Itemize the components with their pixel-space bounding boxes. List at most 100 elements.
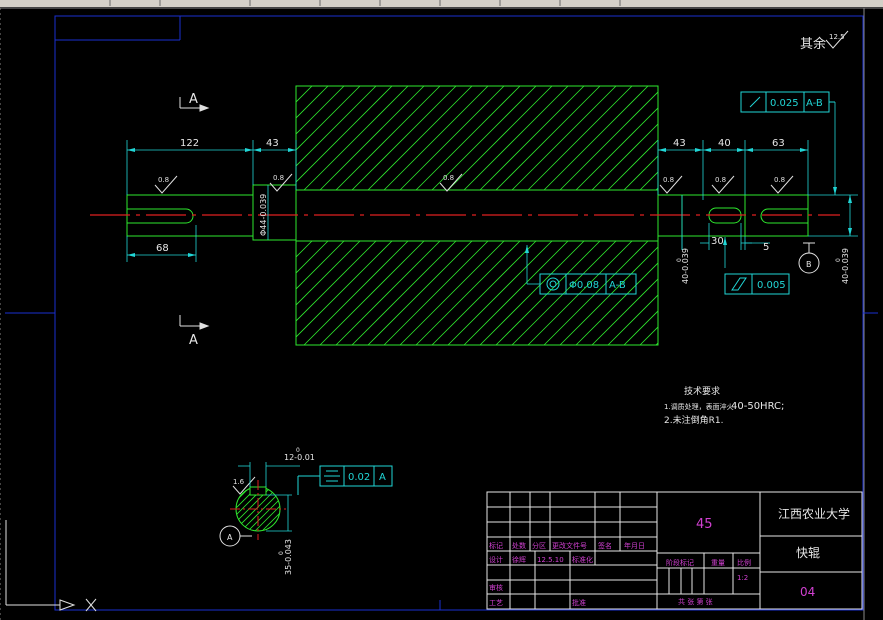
roughness-values: 0.8 0.8 0.8 0.8 0.8 0.8 1.6: [158, 174, 785, 486]
stage-label: 阶段标记: [666, 558, 694, 567]
hatch-line: [543, 241, 649, 345]
hatch-line: [591, 278, 658, 345]
hatch-line: [447, 241, 553, 345]
datum-a: A: [227, 533, 233, 542]
dim-5: 5: [763, 242, 769, 253]
hatch-line: [511, 86, 617, 190]
dim-zero: 0: [296, 447, 300, 454]
toolbar-strip[interactable]: [0, 0, 883, 7]
hatch-line: [290, 487, 334, 531]
ucs-icon: [5, 520, 97, 612]
weight-label: 重量: [711, 559, 725, 567]
hatch-line: [254, 487, 280, 531]
hatch-line: [415, 86, 521, 190]
datum-b: B: [806, 260, 812, 269]
dim-68: 68: [156, 243, 169, 254]
section-a-top: A: [189, 92, 198, 107]
hatch-line: [495, 86, 601, 190]
hatch-line: [383, 86, 489, 190]
dim-zero: 0: [835, 258, 842, 262]
hatch-line: [527, 86, 633, 190]
hatch-line: [351, 241, 457, 345]
title-block-text: 45 江西农业大学 快辊 04 标记 处数 分区 更改文件号 签名 年月日 设计…: [489, 506, 850, 607]
hatch-line: [463, 86, 569, 190]
hatch-line: [296, 241, 361, 306]
hatch-line: [311, 487, 355, 531]
hatch-line: [319, 241, 425, 345]
dim-zero: 0: [278, 551, 285, 555]
hatch-line: [623, 155, 658, 190]
dim-dia40-left: 40-0.039: [681, 248, 690, 284]
hatch-bottom: [296, 241, 792, 345]
hatch-line: [296, 86, 377, 167]
designer-name: 徐辉: [512, 555, 526, 564]
tech-line2: 2.未注倒角R1.: [664, 414, 723, 426]
header-cell: 分区: [532, 541, 546, 550]
hatch-line: [296, 86, 345, 135]
hatch-line: [303, 241, 409, 345]
dim-dia40-right: 40-0.039: [841, 248, 850, 284]
hatch-line: [399, 86, 505, 190]
tech-line1: 1.调质处理，表面淬火: [664, 402, 734, 411]
hatch-line: [431, 86, 537, 190]
hatch-line: [296, 241, 297, 242]
tech-title: 技术要求: [684, 385, 720, 397]
hatch-line: [688, 241, 792, 345]
hatch-line: [296, 241, 329, 274]
hatch-line: [591, 123, 658, 190]
header-cell: 更改文件号: [552, 541, 587, 550]
hatch-line: [431, 241, 537, 345]
annotations: 其余 12.5 A A B A 122 43 68 43 40 63 30 5 …: [156, 33, 850, 575]
header-cell: 处数: [512, 541, 526, 550]
hatch-line: [623, 310, 658, 345]
hatch-line: [296, 241, 345, 290]
dim-keyway-depth: 35-0.043: [284, 539, 293, 575]
process-label: 工艺: [489, 599, 503, 607]
surface-note-value: 12.5: [829, 33, 845, 41]
hatch-top: [296, 86, 658, 190]
dim-40: 40: [718, 138, 731, 149]
roughness-symbols: [154, 30, 849, 495]
hatch-line: [495, 241, 601, 345]
review-label: 审核: [489, 583, 503, 592]
dim-zero: 0: [676, 258, 683, 262]
sheet-count: 共 张 第 张: [678, 597, 713, 606]
hatch-line: [297, 487, 341, 531]
scale-label: 比例: [737, 558, 751, 567]
roughness-value: 1.6: [233, 478, 245, 486]
hatch-line: [303, 86, 409, 190]
hatch-line: [415, 241, 521, 345]
university-name: 江西农业大学: [778, 506, 850, 521]
section-a-bottom: A: [189, 333, 198, 348]
tolerance-values: 0.025 A-B Φ0.08 A-B 0.005 0.02 A: [348, 98, 823, 483]
sheet-border: [5, 15, 878, 611]
runout-value: 0.025: [770, 98, 799, 109]
hatch-line: [318, 487, 362, 531]
hatch-line: [527, 241, 633, 345]
hatch-line: [607, 294, 658, 345]
hatch-line: [639, 171, 658, 190]
dim-43-left: 43: [266, 138, 279, 149]
dimension-lines: [126, 102, 858, 285]
hatch-line: [367, 86, 473, 190]
hatch-line: [655, 187, 658, 190]
hatch-line: [296, 86, 393, 183]
hatch-line: [236, 487, 251, 531]
dim-122: 122: [180, 138, 199, 149]
dimension-arrows: [127, 148, 852, 257]
coaxiality-value: Φ0.08: [569, 280, 599, 291]
roughness-value: 0.8: [663, 176, 674, 184]
hatch-line: [575, 107, 658, 190]
hatch-line: [296, 86, 361, 151]
hatch-line: [383, 241, 489, 345]
hatch-line: [296, 86, 329, 119]
roughness-value: 0.8: [774, 176, 785, 184]
symmetry-datum: A: [379, 472, 386, 483]
scale-value: 1:2: [737, 574, 748, 582]
roughness-value: 0.8: [273, 174, 284, 182]
hatch-line: [479, 241, 585, 345]
hatch-line: [655, 342, 658, 345]
hatch-line: [559, 91, 658, 190]
dim-30: 30: [711, 236, 724, 247]
